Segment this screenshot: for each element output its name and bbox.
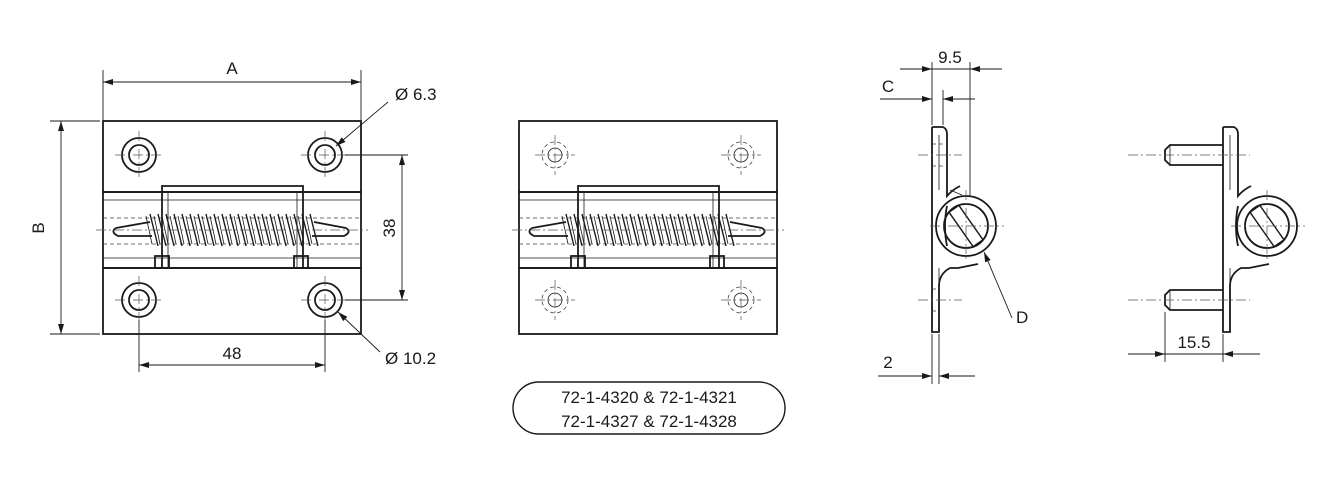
hole-top-left bbox=[115, 131, 163, 179]
hole-variant-bottom-left bbox=[535, 280, 575, 320]
hole-variant-bottom-right bbox=[721, 280, 761, 320]
part-number-box: 72-1-4320 & 72-1-4321 72-1-4327 & 72-1-4… bbox=[512, 381, 786, 435]
front-view-dimensioned: A B bbox=[29, 59, 437, 372]
dim-38-label: 38 bbox=[380, 219, 399, 238]
hole-variant-top-right bbox=[721, 135, 761, 175]
hole-large-label: Ø 10.2 bbox=[385, 349, 436, 368]
dim-c-label: C bbox=[882, 77, 894, 96]
side-view-flat: 9.5 C D 2 bbox=[878, 48, 1028, 384]
hole-bottom-right bbox=[301, 276, 349, 324]
stud-top bbox=[1128, 144, 1250, 166]
dim-9-5-label: 9.5 bbox=[938, 48, 962, 67]
front-view-variant: 72-1-4320 & 72-1-4321 72-1-4327 & 72-1-4… bbox=[512, 120, 786, 435]
part-number-line-1: 72-1-4320 & 72-1-4321 bbox=[561, 388, 737, 407]
dim-2-label: 2 bbox=[883, 353, 892, 372]
hole-top-right bbox=[301, 131, 349, 179]
dim-b-label: B bbox=[29, 222, 48, 233]
dim-d-label: D bbox=[1016, 308, 1028, 327]
side-view-studs: 15.5 bbox=[1128, 126, 1305, 362]
hole-variant-top-left bbox=[535, 135, 575, 175]
part-number-line-2: 72-1-4327 & 72-1-4328 bbox=[561, 412, 737, 431]
hole-small-label: Ø 6.3 bbox=[395, 85, 437, 104]
dim-48-label: 48 bbox=[223, 344, 242, 363]
dim-a-label: A bbox=[226, 59, 238, 78]
hole-bottom-left bbox=[115, 276, 163, 324]
dim-15-5-label: 15.5 bbox=[1177, 333, 1210, 352]
stud-bottom bbox=[1128, 289, 1250, 311]
